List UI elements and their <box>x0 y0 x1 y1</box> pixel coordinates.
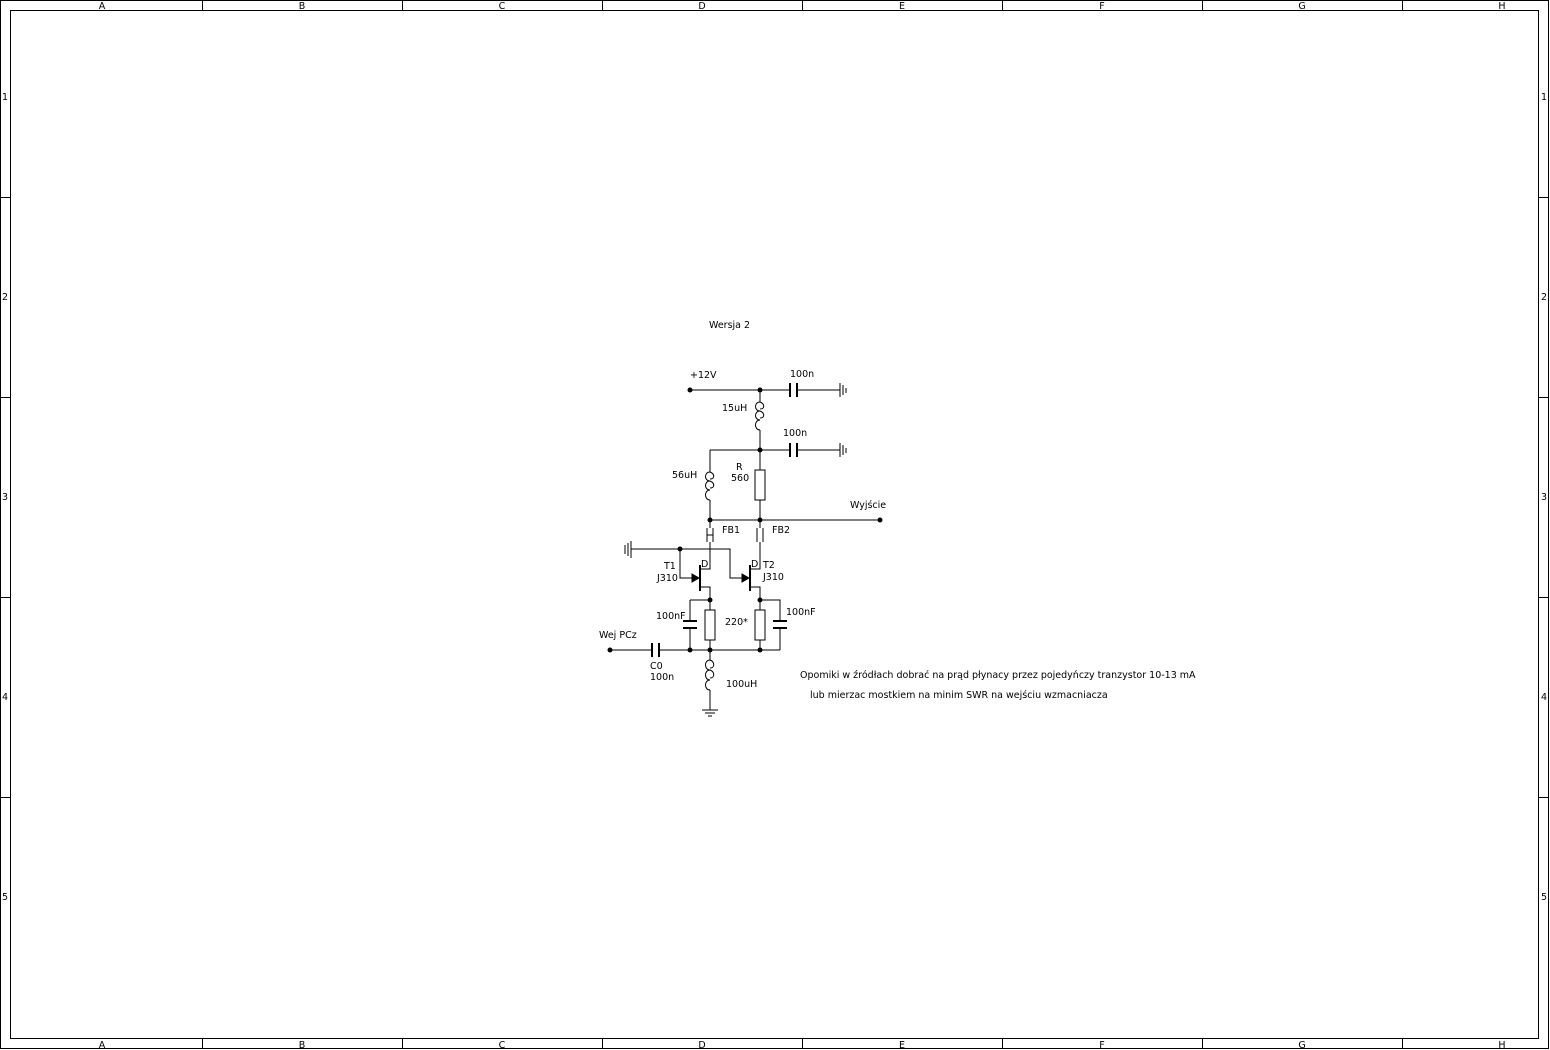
label-r-src: 220* <box>725 617 748 628</box>
row-label: 4 <box>2 692 8 703</box>
capacitor-c0 <box>651 643 660 657</box>
column-label: E <box>899 1040 905 1050</box>
label-l15: 15uH <box>722 403 747 414</box>
column-label: H <box>1498 1040 1505 1050</box>
column-label: F <box>1099 1040 1104 1050</box>
note-line-1: Opomiki w źródłach dobrać na prąd płynac… <box>800 670 1196 681</box>
row-label: 4 <box>1541 692 1547 703</box>
capacitor-top <box>789 383 798 397</box>
label-fb2: FB2 <box>772 525 790 536</box>
label-output: Wyjście <box>850 500 886 511</box>
junctions <box>607 387 883 653</box>
label-t2-type: J310 <box>762 572 784 583</box>
label-c-src1: 100nF <box>656 611 686 622</box>
row-label: 1 <box>2 92 8 103</box>
inductor-56uh <box>705 471 711 501</box>
label-c0: C0 <box>650 661 663 672</box>
row-label: 5 <box>1541 892 1547 903</box>
label-d2: D <box>751 559 758 570</box>
ferrite-fb2 <box>756 520 764 560</box>
column-label: C <box>499 1 506 12</box>
label-l100: 100uH <box>726 679 757 690</box>
label-supply: +12V <box>690 370 717 381</box>
ground-icon <box>839 383 847 397</box>
label-t1-type: J310 <box>656 573 678 584</box>
column-label: H <box>1498 1 1505 12</box>
capacitor-mid <box>789 443 798 457</box>
column-label: D <box>698 1 705 12</box>
label-c-src2: 100nF <box>786 607 816 618</box>
terminal-output[interactable] <box>877 517 883 523</box>
note-line-2: lub mierzac mostkiem na minim SWR na wej… <box>810 690 1108 701</box>
terminal-input[interactable] <box>607 647 613 653</box>
label-input: Wej PCz <box>599 630 637 641</box>
column-label: B <box>299 1 306 12</box>
ferrite-fb1 <box>706 520 714 560</box>
column-label: D <box>698 1040 705 1050</box>
resistor-560 <box>754 469 766 501</box>
column-label: B <box>299 1040 306 1050</box>
label-t2: T2 <box>762 560 775 571</box>
label-c-mid: 100n <box>783 428 807 439</box>
column-label: F <box>1099 1 1104 12</box>
ground-icon-2 <box>839 443 847 457</box>
row-label: 3 <box>1541 492 1547 503</box>
label-c0-value: 100n <box>650 672 674 683</box>
row-label: 5 <box>2 892 8 903</box>
row-label: 1 <box>1541 92 1547 103</box>
resistor-src1 <box>704 609 716 641</box>
label-r-name: R <box>736 462 743 473</box>
column-label: E <box>899 1 905 12</box>
label-fb1: FB1 <box>722 525 740 536</box>
label-t1: T1 <box>663 561 676 572</box>
column-label: G <box>1298 1 1305 12</box>
terminal-supply[interactable] <box>687 387 693 393</box>
row-label: 2 <box>2 292 8 303</box>
resistor-src2 <box>754 609 766 641</box>
column-label: C <box>499 1040 506 1050</box>
label-r-value: 560 <box>731 473 749 484</box>
column-label: G <box>1298 1040 1305 1050</box>
inductor-100uh <box>705 659 711 691</box>
column-label: A <box>99 1040 106 1050</box>
label-d1: D <box>701 559 708 570</box>
inner-border <box>10 10 1539 1039</box>
column-label: A <box>99 1 106 12</box>
row-label: 2 <box>1541 292 1547 303</box>
ground-icon-4 <box>702 709 718 717</box>
wires <box>610 383 880 717</box>
title-text: Wersja 2 <box>709 320 750 331</box>
row-label: 3 <box>2 492 8 503</box>
label-l56: 56uH <box>672 470 697 481</box>
ground-icon-3 <box>624 541 632 558</box>
label-c-top: 100n <box>790 369 814 380</box>
inductor-15uh <box>755 401 761 431</box>
